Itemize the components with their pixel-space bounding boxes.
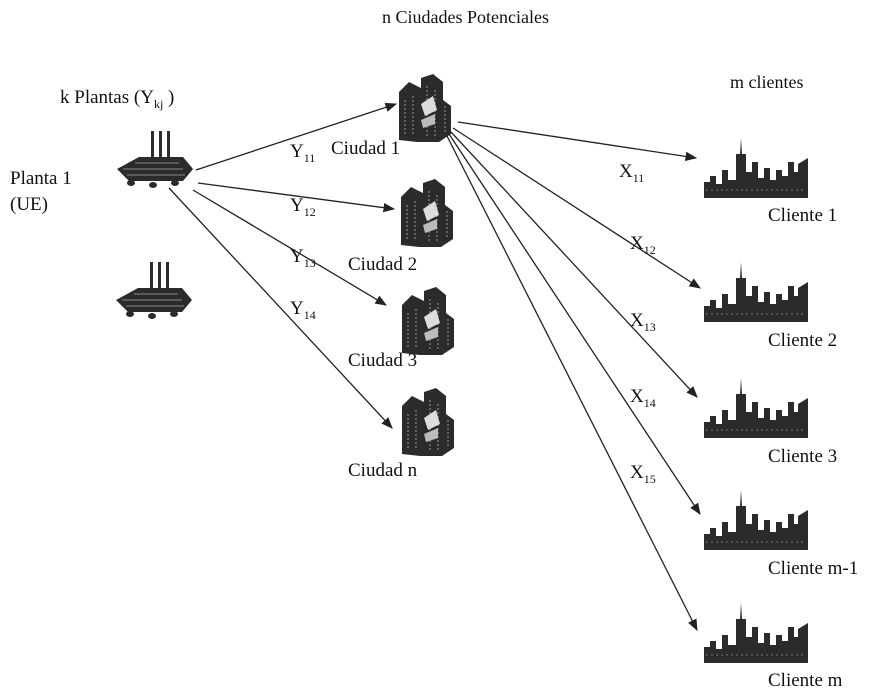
arrow-plant-city-4 [168, 187, 393, 429]
arrow-city-client-4 [448, 133, 701, 515]
skyline-icon [703, 489, 809, 551]
city-label: Ciudad n [348, 460, 418, 481]
plants-title-subscript: kj [154, 97, 163, 111]
flow-label-y12: Y12 [290, 195, 316, 219]
city-buildings-icon [400, 178, 454, 248]
client-label: Cliente 1 [768, 205, 837, 226]
arrow-city-client-5 [446, 135, 698, 632]
cities-title: n Ciudades Potenciales [382, 7, 549, 27]
city-buildings-icon [401, 286, 455, 356]
client-label: Cliente m [768, 670, 843, 691]
arrow-city-client-1 [457, 121, 698, 162]
city-label: Ciudad 2 [348, 254, 417, 275]
city-label: Ciudad 3 [348, 350, 417, 371]
factory-icon [116, 130, 194, 189]
arrow-plant-city-2 [197, 182, 396, 213]
plants-title-prefix: k Plantas (Y [60, 87, 154, 108]
flow-label-y14: Y14 [290, 298, 316, 322]
flow-label-x15: X15 [630, 462, 656, 486]
client-label: Cliente 3 [768, 446, 837, 467]
skyline-icon [703, 377, 809, 439]
flow-label-y11: Y11 [290, 141, 315, 165]
skyline-icon [703, 137, 809, 199]
plant-1-sublabel: (UE) [10, 194, 48, 215]
arrow-city-client-2 [452, 127, 701, 289]
factory-icon [115, 261, 193, 320]
city-buildings-icon [401, 387, 455, 457]
city-label: Ciudad 1 [331, 138, 400, 159]
plant-1-label: Planta 1 [10, 168, 72, 189]
client-label: Cliente m-1 [768, 558, 858, 579]
arrow-plant-city-1 [195, 102, 398, 171]
flow-label-x12: X12 [630, 233, 656, 257]
skyline-icon [703, 602, 809, 664]
arrow-plant-city-3 [192, 189, 388, 306]
arrow-city-client-3 [450, 131, 698, 398]
flow-label-x13: X13 [630, 310, 656, 334]
plants-title: k Plantas (Ykj ) [60, 87, 174, 111]
flow-label-x11: X11 [619, 161, 644, 185]
plants-title-suffix: ) [163, 87, 174, 108]
clients-title: m clientes [730, 72, 803, 92]
flow-label-y13: Y13 [290, 246, 316, 270]
client-label: Cliente 2 [768, 330, 837, 351]
city-buildings-icon [398, 73, 452, 143]
flow-label-x14: X14 [630, 386, 656, 410]
skyline-icon [703, 261, 809, 323]
